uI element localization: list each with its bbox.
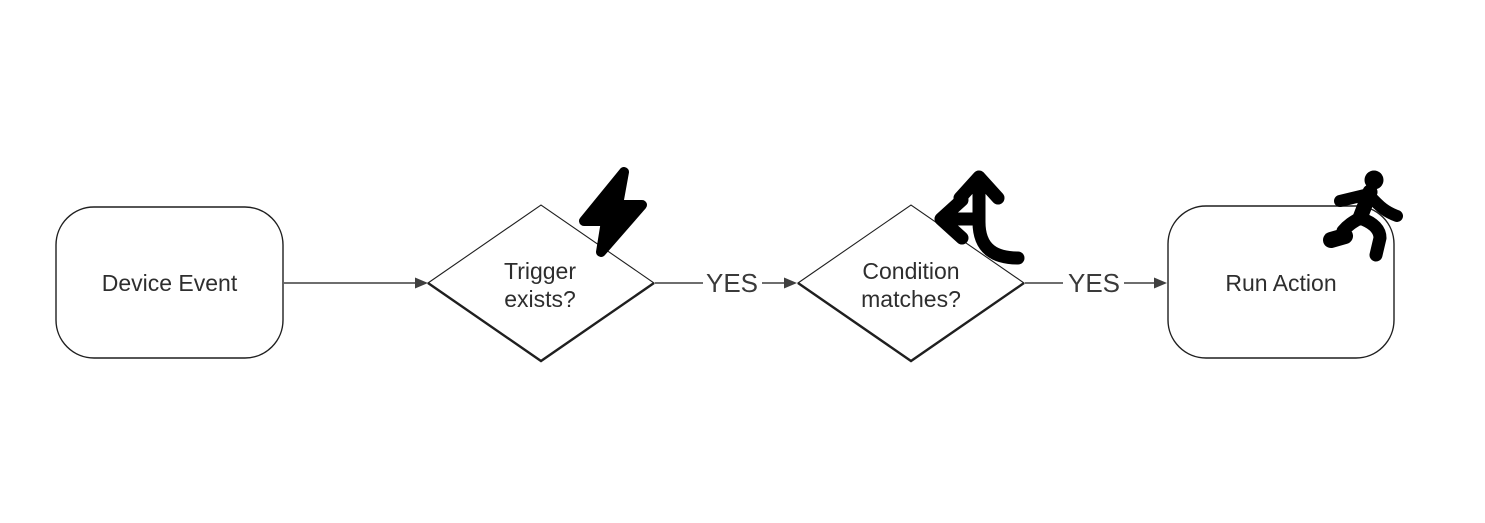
arrowhead-icon bbox=[784, 277, 797, 289]
edge-device-to-trigger bbox=[284, 277, 428, 289]
node-device-event: Device Event bbox=[55, 206, 284, 359]
node-device-event-shape bbox=[55, 206, 284, 359]
node-device-event-label: Device Event bbox=[102, 270, 238, 296]
node-condition-matches-label-line1: Condition bbox=[862, 258, 959, 284]
edge-trigger-to-condition bbox=[655, 277, 797, 289]
node-condition-matches-label-line2: matches? bbox=[861, 286, 961, 312]
node-trigger-exists-shadow-edge bbox=[427, 282, 655, 363]
arrowhead-icon bbox=[1154, 277, 1167, 289]
node-trigger-exists-label-line1: Trigger bbox=[504, 258, 576, 284]
node-condition-matches: Condition matches? bbox=[797, 204, 1025, 363]
running-person-icon bbox=[1323, 170, 1403, 262]
arrowhead-icon bbox=[415, 277, 428, 289]
split-arrows-icon bbox=[934, 170, 1025, 265]
node-run-action: Run Action bbox=[1167, 205, 1395, 359]
node-run-action-label: Run Action bbox=[1225, 270, 1336, 296]
node-trigger-exists-label-line2: exists? bbox=[504, 286, 576, 312]
node-condition-matches-shadow-edge bbox=[797, 282, 1025, 363]
edge-label-yes-1: YES bbox=[706, 268, 758, 298]
lightning-bolt-icon bbox=[579, 167, 647, 257]
edge-label-yes-2: YES bbox=[1068, 268, 1120, 298]
edge-condition-to-run bbox=[1025, 277, 1167, 289]
